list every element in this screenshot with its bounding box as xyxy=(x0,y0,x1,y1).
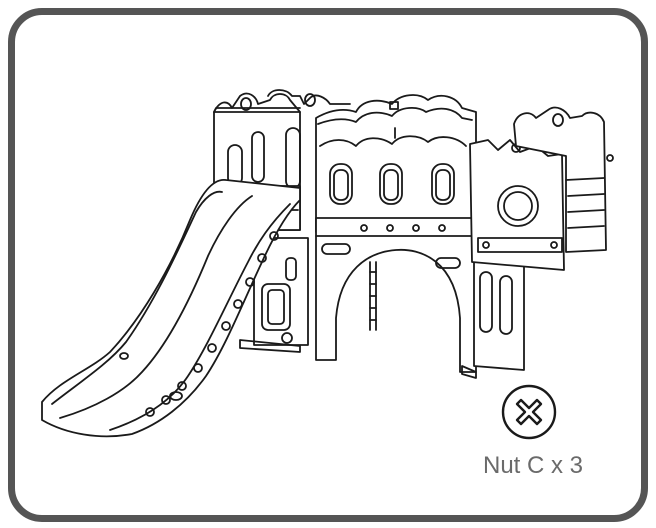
nut-c-icon xyxy=(501,384,557,440)
base-feet xyxy=(239,339,477,379)
center-castle-panel xyxy=(315,94,477,233)
right-back-tower xyxy=(513,106,614,253)
right-tower-panel xyxy=(469,139,565,271)
nut-quantity-caption: Nut C x 3 xyxy=(482,452,584,479)
slide xyxy=(41,179,301,438)
right-lower-panel xyxy=(473,247,525,371)
center-arch-wall xyxy=(315,217,477,373)
lower-left-wall xyxy=(253,237,309,346)
